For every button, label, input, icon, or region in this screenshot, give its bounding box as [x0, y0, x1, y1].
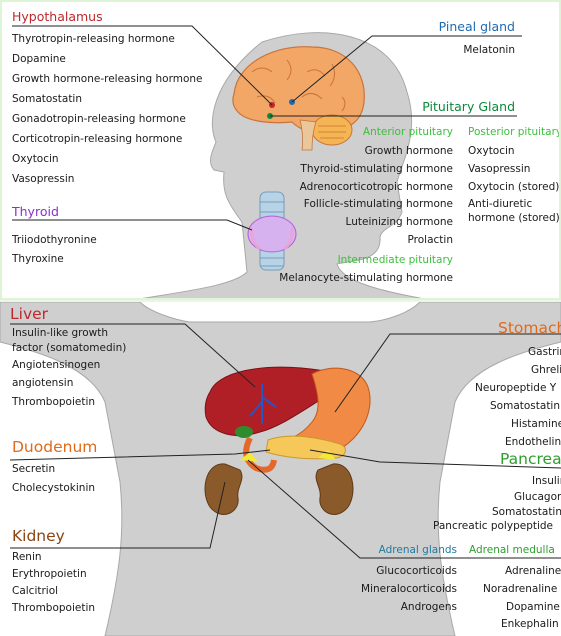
- adrenal-medulla-item: Adrenaline: [505, 565, 561, 578]
- liver-item: Insulin-like growth: [12, 327, 108, 340]
- posterior-item: Anti-diuretic: [468, 198, 532, 211]
- duodenum-item: Secretin: [12, 463, 55, 476]
- pancreas-item: Insulin: [532, 475, 561, 488]
- liver-item: factor (somatomedin): [12, 342, 126, 355]
- intermediate-pituitary-title: Intermediate pituitary: [338, 254, 453, 267]
- adrenal-medulla-item: Enkephalin: [501, 618, 559, 631]
- liver-item: Thrombopoietin: [12, 396, 95, 409]
- anterior-pituitary-title: Anterior pituitary: [363, 126, 453, 139]
- thyroid-title: Thyroid: [12, 205, 59, 218]
- thyroid-item: Triiodothyronine: [12, 234, 97, 247]
- anterior-item: Luteinizing hormone: [346, 216, 453, 229]
- kidney-item: Calcitriol: [12, 585, 58, 598]
- adrenal-medulla-item: Dopamine: [506, 601, 560, 614]
- liver-item: angiotensin: [12, 377, 73, 390]
- stomach-item: Histamine: [511, 418, 561, 431]
- hypothalamus-title: Hypothalamus: [12, 10, 103, 23]
- adrenal-glands-title: Adrenal glands: [379, 544, 457, 557]
- adrenal-glands-item: Glucocorticoids: [376, 565, 457, 578]
- kidney-item: Erythropoietin: [12, 568, 87, 581]
- intermediate-item: Melanocyte-stimulating hormone: [279, 272, 453, 285]
- hypothalamus-item: Thyrotropin-releasing hormone: [12, 33, 175, 46]
- thyroid-gland: [248, 216, 296, 252]
- anterior-item: Prolactin: [408, 234, 453, 247]
- hypothalamus-item: Oxytocin: [12, 153, 59, 166]
- kidney-title: Kidney: [12, 530, 65, 543]
- pancreas-item: Glucagon: [514, 491, 561, 504]
- hypothalamus-item: Dopamine: [12, 53, 66, 66]
- anterior-item: Follicle-stimulating hormone: [304, 198, 453, 211]
- posterior-item: Oxytocin (stored): [468, 181, 559, 194]
- right-kidney: [316, 464, 353, 515]
- posterior-item: Vasopressin: [468, 163, 530, 176]
- stomach-item: Neuropeptide Y: [475, 382, 556, 395]
- cerebellum: [312, 115, 352, 145]
- stomach-title: Stomach: [498, 322, 561, 335]
- adrenal-glands-item: Mineralocorticoids: [361, 583, 457, 596]
- torso-panel: Liver Insulin-like growth factor (somato…: [0, 302, 561, 636]
- duodenum-title: Duodenum: [12, 441, 97, 454]
- posterior-item: hormone (stored): [468, 212, 560, 225]
- stomach-item: Somatostatin: [490, 400, 560, 413]
- posterior-pituitary-title: Posterior pituitary: [468, 126, 561, 139]
- hypothalamus-item: Somatostatin: [12, 93, 82, 106]
- duodenum-item: Cholecystokinin: [12, 482, 95, 495]
- pineal-title: Pineal gland: [439, 20, 515, 33]
- hypothalamus-item: Vasopressin: [12, 173, 74, 186]
- stomach-item: Ghrelin: [531, 364, 561, 377]
- thyroid-item: Thyroxine: [12, 253, 64, 266]
- liver-title: Liver: [10, 308, 48, 321]
- kidney-item: Renin: [12, 551, 42, 564]
- pancreas-item: Somatostatin: [492, 506, 561, 519]
- adrenal-medulla-item: Noradrenaline: [483, 583, 557, 596]
- stomach-item: Endothelin: [505, 436, 561, 449]
- stomach-item: Gastrin: [528, 346, 561, 359]
- pineal-item: Melatonin: [463, 44, 515, 57]
- adrenal-medulla-title: Adrenal medulla: [469, 544, 555, 557]
- pituitary-title: Pituitary Gland: [422, 100, 515, 113]
- kidney-item: Thrombopoietin: [12, 602, 95, 615]
- hypothalamus-item: Growth hormone-releasing hormone: [12, 73, 203, 86]
- anterior-item: Growth hormone: [365, 145, 453, 158]
- adrenal-glands-item: Androgens: [401, 601, 457, 614]
- anterior-item: Adrenocorticotropic hormone: [300, 181, 453, 194]
- pancreas-title: Pancreas: [500, 453, 561, 466]
- hypothalamus-item: Gonadotropin-releasing hormone: [12, 113, 186, 126]
- hypothalamus-item: Corticotropin-releasing hormone: [12, 133, 182, 146]
- posterior-item: Oxytocin: [468, 145, 515, 158]
- head-neck-panel: Hypothalamus Thyrotropin-releasing hormo…: [0, 0, 561, 300]
- pancreas-item: Pancreatic polypeptide: [433, 520, 553, 533]
- anterior-item: Thyroid-stimulating hormone: [300, 163, 453, 176]
- liver-item: Angiotensinogen: [12, 359, 100, 372]
